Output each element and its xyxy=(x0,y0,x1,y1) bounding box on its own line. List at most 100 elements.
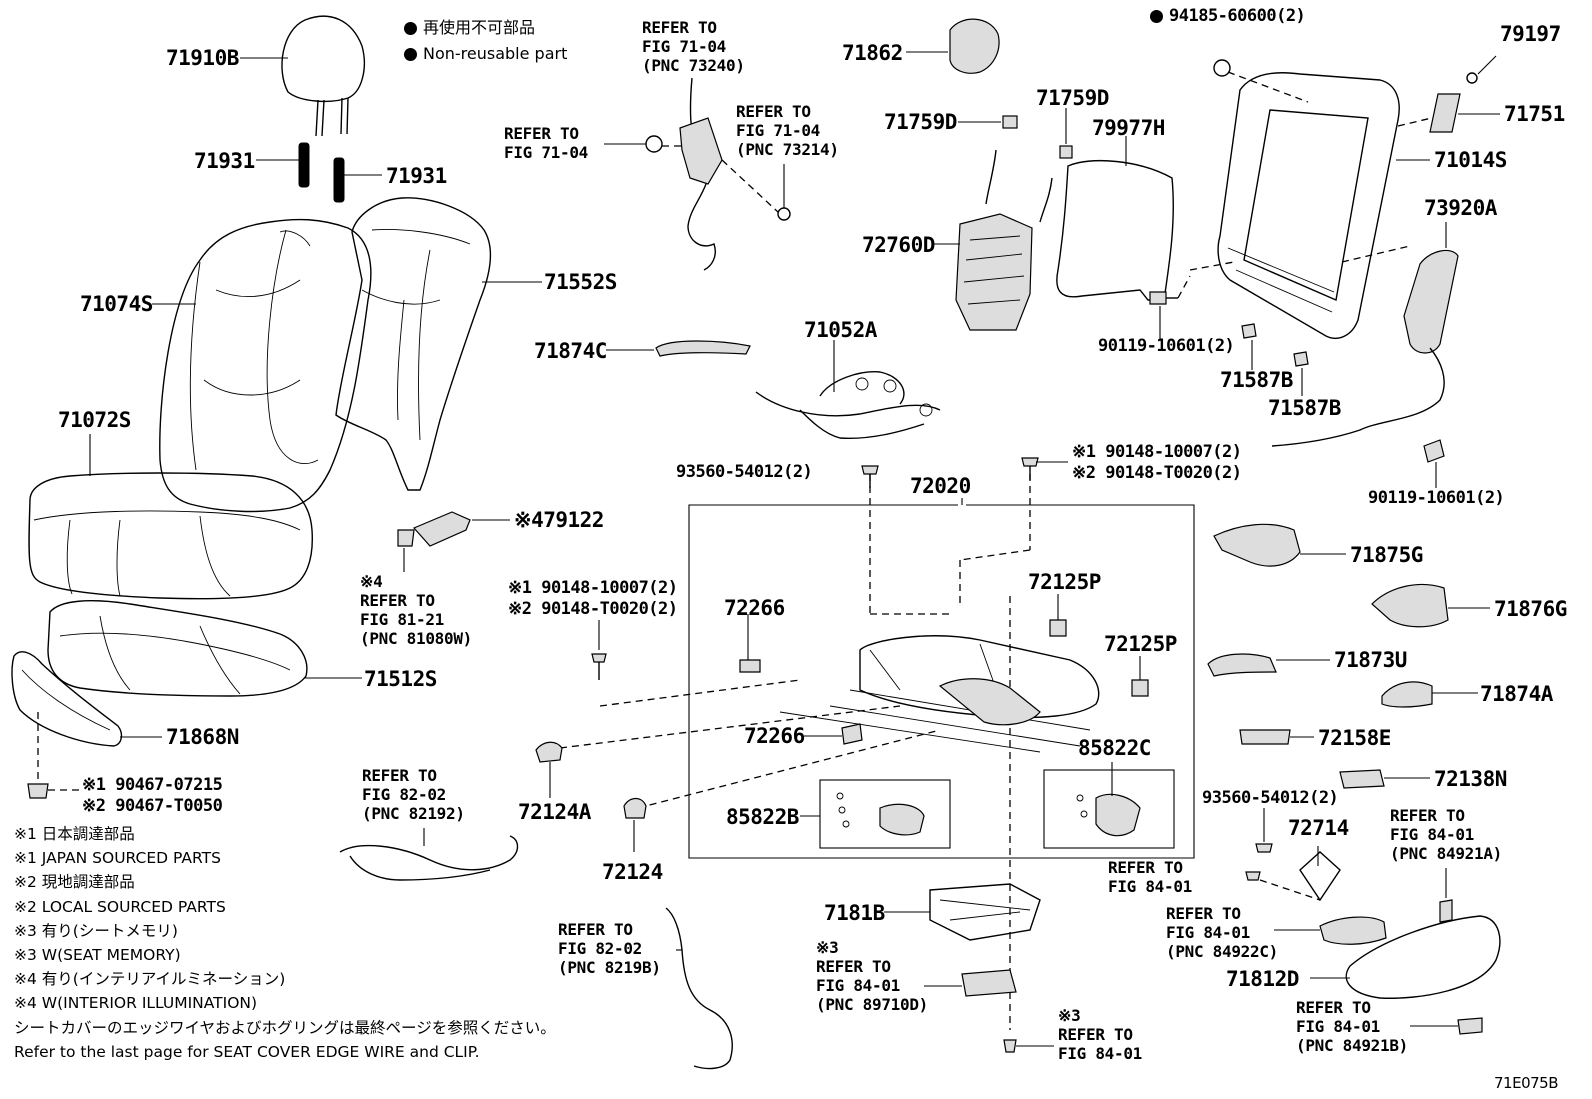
part-label[interactable]: 85822C xyxy=(1078,736,1151,760)
headrest-guides-drawing xyxy=(256,142,382,203)
part-label[interactable]: 71868N xyxy=(166,725,239,749)
part-label[interactable]: 72020 xyxy=(910,474,971,498)
fastener-label[interactable]: 90119-10601(2) xyxy=(1098,336,1235,356)
fastener-label[interactable]: ※2 90148-T0020(2) xyxy=(508,599,678,619)
part-label[interactable]: 79977H xyxy=(1092,116,1165,140)
non-reusable-dot-icon xyxy=(404,22,417,35)
non-reusable-dot-icon xyxy=(404,48,417,61)
seat-adjuster-group-drawing xyxy=(559,474,1195,1030)
refer-to-link[interactable]: REFER TO FIG 84-01 (PNC 84922C) xyxy=(1166,904,1278,961)
part-label[interactable]: 71875G xyxy=(1350,543,1423,567)
fastener-label[interactable]: ※1 90148-10007(2) xyxy=(508,578,678,598)
part-label[interactable]: 71873U xyxy=(1334,648,1407,672)
part-label[interactable]: 71874C xyxy=(534,339,607,363)
track-covers-drawing xyxy=(535,741,647,852)
footnote: ※1 日本調達部品 xyxy=(14,825,135,843)
wire-harness-71052a-drawing xyxy=(755,340,941,440)
part-label[interactable]: 85822B xyxy=(726,805,799,829)
part-label[interactable]: 71512S xyxy=(364,667,437,691)
part-label[interactable]: 71759D xyxy=(884,110,957,134)
fastener-label[interactable]: ※2 90148-T0020(2) xyxy=(1072,463,1242,483)
legend-en-text: Non-reusable part xyxy=(423,44,568,63)
fastener-label[interactable]: ※2 90467-T0050 xyxy=(82,796,223,816)
footnote: ※2 現地調達部品 xyxy=(14,873,135,892)
right-side-trims-drawing xyxy=(1207,523,1490,789)
part-label[interactable]: 71751 xyxy=(1504,102,1565,126)
refer-to-link[interactable]: ※4 REFER TO FIG 81-21 (PNC 81080W) xyxy=(360,572,472,648)
part-label[interactable]: 71587B xyxy=(1220,368,1293,392)
fastener-number: 94185-60600(2) xyxy=(1169,6,1306,26)
refer-to-link[interactable]: ※3 REFER TO FIG 84-01 xyxy=(1058,1006,1142,1063)
refer-to-link[interactable]: REFER TO FIG 82-02 (PNC 82192) xyxy=(362,766,465,823)
refer-to-link[interactable]: REFER TO FIG 82-02 (PNC 8219B) xyxy=(558,920,661,977)
footnotes: ※1 日本調達部品 ※1 JAPAN SOURCED PARTS ※2 現地調達… xyxy=(14,822,556,1064)
footnote: ※1 JAPAN SOURCED PARTS xyxy=(14,849,221,868)
footnote: ※4 W(INTERIOR ILLUMINATION) xyxy=(14,994,258,1013)
part-label[interactable]: 71587B xyxy=(1268,396,1341,420)
part-label[interactable]: 71862 xyxy=(842,41,903,65)
refer-to-link[interactable]: REFER TO FIG 84-01 (PNC 84921A) xyxy=(1390,806,1502,863)
part-label[interactable]: 71759D xyxy=(1036,86,1109,110)
part-label[interactable]: 71052A xyxy=(804,318,877,342)
seat-switch-drawing xyxy=(1245,808,1501,1035)
fastener-label[interactable]: 90119-10601(2) xyxy=(1368,488,1505,508)
part-label[interactable]: ※479122 xyxy=(514,508,604,532)
part-label[interactable]: 72266 xyxy=(724,596,785,620)
non-reusable-dot-icon xyxy=(1150,9,1163,23)
refer-to-link[interactable]: REFER TO FIG 71-04 xyxy=(504,124,588,162)
refer-to-link[interactable]: REFER TO FIG 84-01 xyxy=(1108,858,1192,896)
wire-8219b-drawing xyxy=(665,907,733,1070)
fastener-label[interactable]: 93560-54012(2) xyxy=(1202,788,1339,808)
cushion-pad-drawing xyxy=(47,600,362,697)
part-label[interactable]: 72124A xyxy=(518,800,591,824)
footnote: ※3 有り(シートメモリ) xyxy=(14,921,178,940)
part-label[interactable]: 71874A xyxy=(1480,682,1553,706)
part-label[interactable]: 72125P xyxy=(1104,632,1177,656)
fastener-label[interactable]: 94185-60600(2) xyxy=(1150,6,1306,26)
wire-82192-drawing xyxy=(339,828,519,881)
footnote: ※2 LOCAL SOURCED PARTS xyxy=(14,897,226,916)
bolts-90119-drawing xyxy=(1149,261,1445,488)
part-label[interactable]: 7181B xyxy=(824,901,885,925)
fastener-label[interactable]: ※1 90148-10007(2) xyxy=(1072,442,1242,462)
part-label[interactable]: 71876G xyxy=(1494,597,1567,621)
part-label[interactable]: 71072S xyxy=(58,408,131,432)
seat-cushion-cover-drawing xyxy=(28,434,313,600)
part-label[interactable]: 79197 xyxy=(1500,22,1561,46)
fastener-label[interactable]: ※1 90467-07215 xyxy=(82,775,223,795)
part-label[interactable]: 72714 xyxy=(1288,816,1349,840)
part-label[interactable]: 71931 xyxy=(386,164,447,188)
fastener-label[interactable]: 93560-54012(2) xyxy=(676,462,813,482)
illumination-lamp-drawing xyxy=(397,511,510,572)
part-label[interactable]: 72158E xyxy=(1318,726,1391,750)
part-label[interactable]: 71812D xyxy=(1226,967,1299,991)
refer-to-link[interactable]: REFER TO FIG 71-04 (PNC 73240) xyxy=(642,18,745,75)
refer-to-link[interactable]: REFER TO FIG 71-04 (PNC 73214) xyxy=(736,102,839,159)
seatback-board-drawing xyxy=(335,197,542,491)
seatback-pad-drawing xyxy=(1056,136,1174,301)
part-label[interactable]: 72760D xyxy=(862,233,935,257)
seatbelt-buckle-drawing xyxy=(604,77,791,271)
footnote: Refer to the last page for SEAT COVER ED… xyxy=(14,1042,480,1061)
part-label[interactable]: 71552S xyxy=(544,270,617,294)
part-label[interactable]: 73920A xyxy=(1424,196,1497,220)
headrest-drawing xyxy=(240,15,366,137)
part-label[interactable]: 72125P xyxy=(1028,570,1101,594)
part-label[interactable]: 72138N xyxy=(1434,767,1507,791)
footnote: ※4 有り(インテリアイルミネーション) xyxy=(14,970,286,989)
footnote: ※3 W(SEAT MEMORY) xyxy=(14,945,181,964)
part-label[interactable]: 72266 xyxy=(744,724,805,748)
cushion-cover-panel-drawing xyxy=(11,651,162,799)
bolts-top-drawing xyxy=(591,457,1068,680)
part-label[interactable]: 71910B xyxy=(166,46,239,70)
garnish-71874c-drawing xyxy=(606,340,751,357)
refer-to-link[interactable]: REFER TO FIG 84-01 (PNC 84921B) xyxy=(1296,998,1408,1055)
part-label[interactable]: 71074S xyxy=(80,292,153,316)
part-label[interactable]: 72124 xyxy=(602,860,663,884)
legend-ja-text: 再使用不可部品 xyxy=(423,18,536,37)
part-label[interactable]: 71931 xyxy=(194,149,255,173)
part-label[interactable]: 71014S xyxy=(1434,148,1507,172)
legend-non-reusable-ja: 再使用不可部品 xyxy=(404,18,535,38)
refer-to-link[interactable]: ※3 REFER TO FIG 84-01 (PNC 89710D) xyxy=(816,938,928,1014)
